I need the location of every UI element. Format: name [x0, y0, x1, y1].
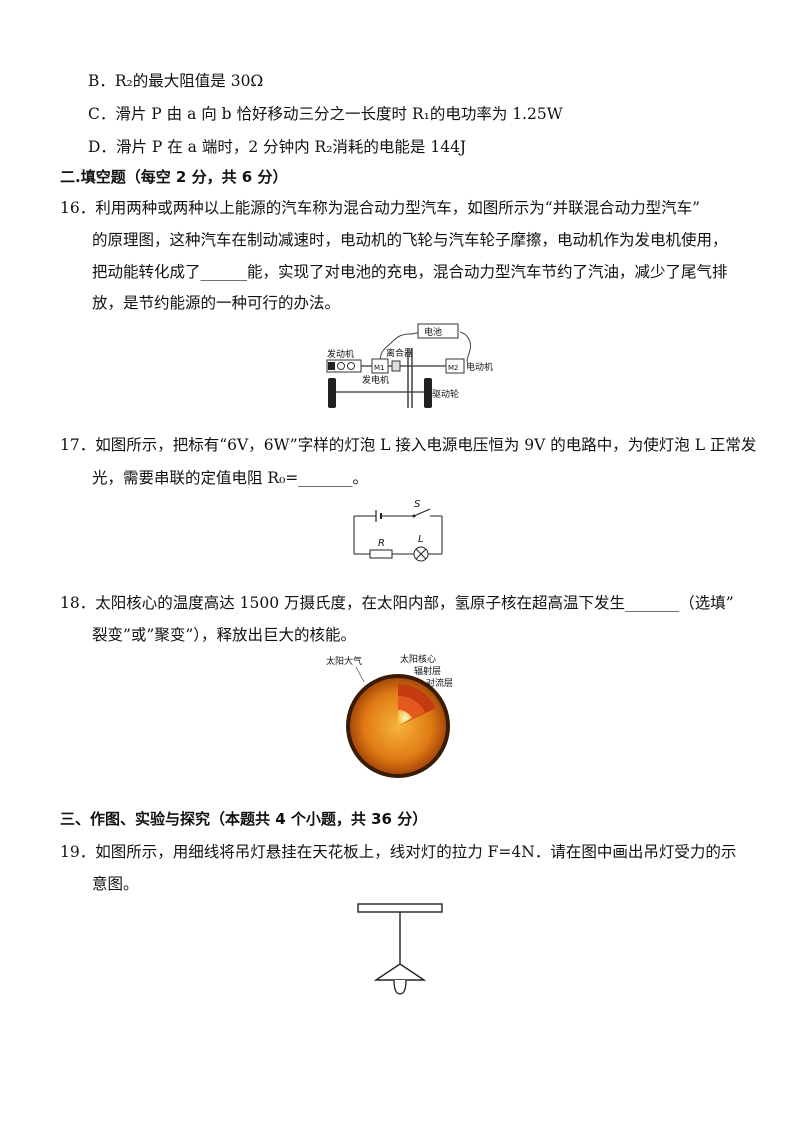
switch-blade — [413, 508, 431, 517]
question-17-line-1: 17．如图所示，把标有“6V，6W”字样的灯泡 L 接入电源电压恒为 9V 的电… — [60, 436, 757, 454]
m2-label: M2 — [448, 364, 459, 372]
option-b: B．R₂的最大阻值是 30Ω — [88, 70, 263, 92]
option-letter: D． — [88, 138, 116, 156]
atmosphere-pointer — [355, 666, 365, 683]
question-18-line-1: 18．太阳核心的温度高达 1500 万摄氏度，在太阳内部，氢原子核在超高温下发生… — [60, 594, 734, 612]
generator-label: 发电机 — [362, 374, 389, 386]
question-16-line-3: 把动能转化成了______能，实现了对电池的充电，混合动力型汽车节约了汽油，减少… — [92, 263, 728, 281]
option-letter: B． — [88, 72, 115, 90]
circuit-diagram: S R L — [353, 499, 443, 562]
hybrid-car-diagram: 电池 发动机 离合器 电动机 发电机 驱动轮 M1 M2 — [326, 323, 493, 408]
left-wheel — [328, 378, 336, 408]
section-heading-fill-in: 二.填空题（每空 2 分，共 6 分） — [60, 168, 288, 186]
question-19-line-2: 意图。 — [92, 875, 139, 893]
battery-box — [417, 323, 459, 339]
clutch-label: 离合器 — [386, 347, 413, 359]
switch-label: S — [414, 499, 421, 510]
atmosphere-label: 太阳大气 — [326, 655, 362, 667]
question-16-line-2: 的原理图，这种汽车在制动减速时，电动机的飞轮与汽车轮子摩擦，电动机作为发电机使用… — [92, 231, 728, 249]
lamp-shade — [373, 963, 427, 981]
option-c: C．滑片 P 由 a 向 b 恰好移动三分之一长度时 R₁的电功率为 1.25W — [88, 103, 563, 125]
right-wheel — [424, 378, 432, 408]
engine-label: 发动机 — [327, 348, 354, 360]
lamp-label: L — [418, 534, 424, 545]
option-text: 滑片 P 由 a 向 b 恰好移动三分之一长度时 R₁的电功率为 1.25W — [115, 105, 563, 123]
battery-label: 电池 — [424, 326, 442, 338]
sun-core-cutaway — [398, 709, 412, 726]
question-16-line-1: 16．利用两种或两种以上能源的汽车称为混合动力型汽车，如图所示为“并联混合动力型… — [60, 199, 701, 217]
radiative-label: 辐射层 — [414, 665, 441, 677]
light-bulb — [393, 979, 407, 995]
m1-label: M1 — [374, 364, 385, 372]
question-19-line-1: 19．如图所示，用细线将吊灯悬挂在天花板上，线对灯的拉力 F=4N．请在图中画出… — [60, 843, 737, 861]
engine-gear-2 — [347, 362, 355, 370]
resistor — [369, 549, 393, 559]
lamp-cross-2 — [415, 548, 427, 560]
drive-wheel-label: 驱动轮 — [432, 388, 459, 400]
motor-label: 电动机 — [466, 361, 493, 373]
convective-label: 对流层 — [426, 677, 453, 689]
m1-box — [371, 358, 389, 374]
option-letter: C． — [88, 105, 116, 123]
option-text: 滑片 P 在 a 端时，2 分钟内 R₂消耗的电能是 144J — [115, 138, 467, 156]
sun-structure-diagram: 太阳大气 太阳核心 辐射层 对流层 — [326, 653, 453, 778]
ceiling-plate — [357, 903, 443, 913]
section-heading-drawing-experiment: 三、作图、实验与探究（本题共 4 个小题，共 36 分） — [60, 810, 428, 828]
resistor-label: R — [378, 538, 385, 549]
engine-gear-1 — [337, 362, 345, 370]
question-16-line-4: 放，是节约能源的一种可行的办法。 — [92, 294, 341, 312]
wire-right — [459, 331, 471, 365]
core-label: 太阳核心 — [400, 653, 436, 665]
option-text: R₂的最大阻值是 30Ω — [114, 72, 264, 90]
clutch-block — [391, 360, 401, 372]
option-d: D．滑片 P 在 a 端时，2 分钟内 R₂消耗的电能是 144J — [88, 136, 466, 158]
m2-box — [445, 358, 465, 374]
question-18-line-2: 裂变”或”聚变”），释放出巨大的核能。 — [92, 626, 357, 644]
hanging-lamp-diagram — [357, 903, 443, 995]
engine-piston — [328, 362, 335, 370]
question-17-line-2: 光，需要串联的定值电阻 R₀=_______。 — [92, 469, 369, 487]
